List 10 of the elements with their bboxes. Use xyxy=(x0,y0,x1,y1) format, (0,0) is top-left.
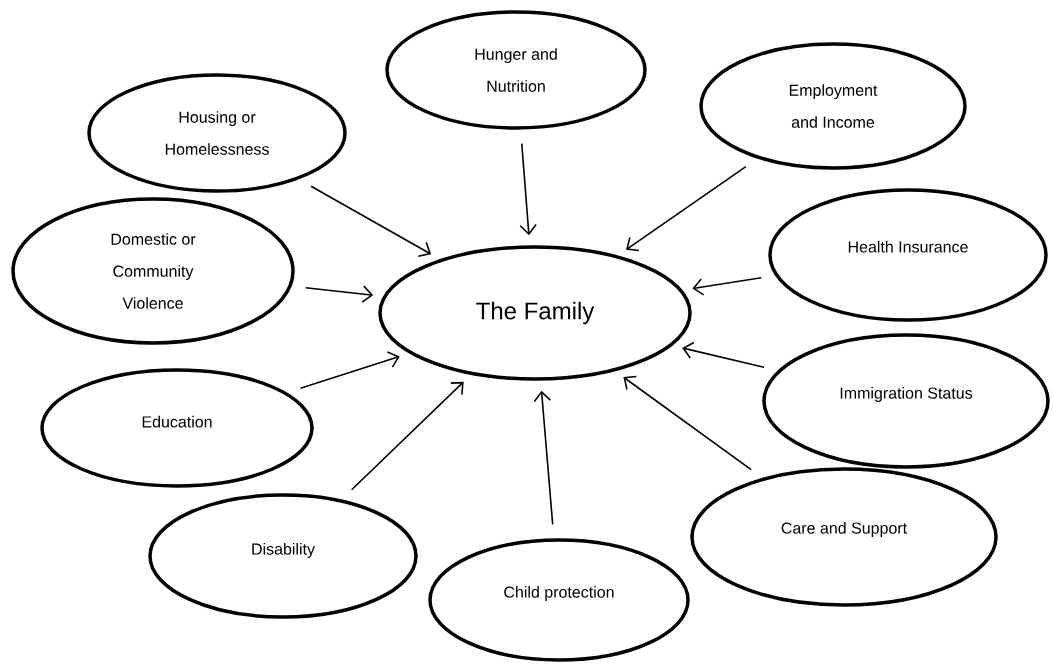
arrow xyxy=(533,390,554,526)
arrow xyxy=(626,165,747,252)
arrow xyxy=(304,285,374,303)
arrow xyxy=(692,277,763,296)
arrow xyxy=(682,341,765,369)
arrow xyxy=(350,381,464,491)
arrow xyxy=(299,351,400,390)
arrow xyxy=(623,375,752,471)
arrow xyxy=(519,142,537,236)
arrow xyxy=(310,185,432,257)
